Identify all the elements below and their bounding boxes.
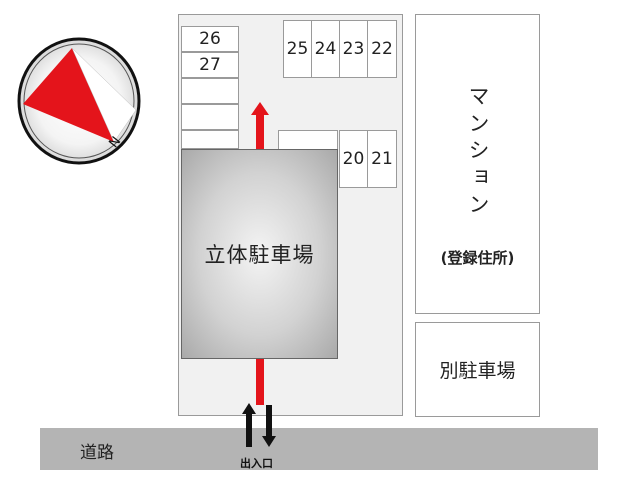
parking-stall-26: 26 — [181, 26, 239, 52]
mansion-building: マンション (登録住所) — [415, 14, 540, 314]
multi-storey-parking-label: 立体駐車場 — [204, 243, 315, 267]
parking-stall-27: 27 — [181, 52, 239, 78]
parking-stall-23: 23 — [339, 20, 368, 78]
parking-stall-blank — [181, 78, 239, 104]
parking-stall-22: 22 — [367, 20, 397, 78]
parking-stall-24: 24 — [311, 20, 340, 78]
compass-needle-red — [23, 48, 114, 142]
route-line — [256, 359, 264, 405]
multi-storey-parking: 立体駐車場 — [181, 149, 338, 359]
separate-parking-label: 別駐車場 — [439, 360, 516, 382]
parking-stall-25: 25 — [283, 20, 312, 78]
separate-parking: 別駐車場 — [415, 322, 540, 417]
compass-icon: N — [17, 37, 141, 165]
registered-address-note: (登録住所) — [440, 249, 515, 267]
road: 道路 — [40, 428, 598, 470]
entrance-arrows-icon — [242, 403, 276, 447]
arrow-in-up-icon — [242, 403, 256, 447]
parking-stall-blank — [278, 130, 338, 150]
parking-stall-20: 20 — [339, 130, 368, 188]
entrance-label: 出入口 — [240, 457, 273, 470]
road-label: 道路 — [80, 443, 114, 463]
route-arrow-up-icon — [251, 102, 269, 150]
parking-stall-21: 21 — [367, 130, 397, 188]
arrow-out-down-icon — [262, 405, 276, 447]
mansion-name: マンション — [466, 85, 490, 220]
parking-stall-blank — [181, 104, 239, 130]
compass-needle-white — [71, 47, 137, 143]
parking-stall-blank — [181, 130, 239, 149]
